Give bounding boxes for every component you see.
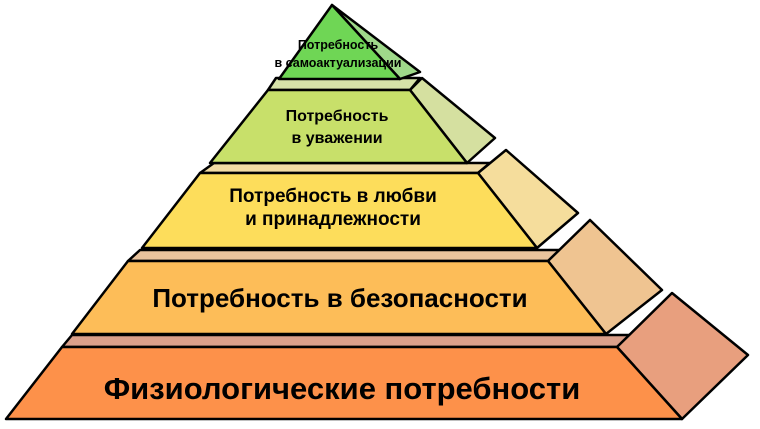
level-1-front — [4, 345, 684, 421]
level-2-label: Потребность в безопасности — [152, 283, 528, 313]
level-3-label-line1: Потребность в любви — [229, 186, 437, 207]
level-4-label-line1: Потребность — [285, 108, 389, 125]
level-4-label-line2: в уважении — [291, 130, 383, 148]
level-3-label: Потребность в любви и принадлежности — [229, 186, 437, 232]
level-5-label-line2: в самоактуализации — [274, 56, 402, 71]
level-5-front — [277, 3, 402, 81]
level-1-ledge — [60, 333, 632, 349]
level-4-label: Потребность в уважении — [286, 106, 389, 151]
level-3-ledge — [198, 161, 492, 175]
level-4-front — [208, 88, 469, 165]
level-3-front — [140, 171, 539, 250]
level-1-label: Физиологические потребности — [103, 371, 581, 406]
level-2-front — [70, 259, 608, 336]
level-5-label: Потребность в самоактуализации — [275, 36, 402, 72]
level-2-ledge — [126, 248, 562, 263]
level-3-label-line2: и принадлежности — [245, 208, 421, 230]
level-5-label-line1: Потребность — [297, 38, 379, 52]
